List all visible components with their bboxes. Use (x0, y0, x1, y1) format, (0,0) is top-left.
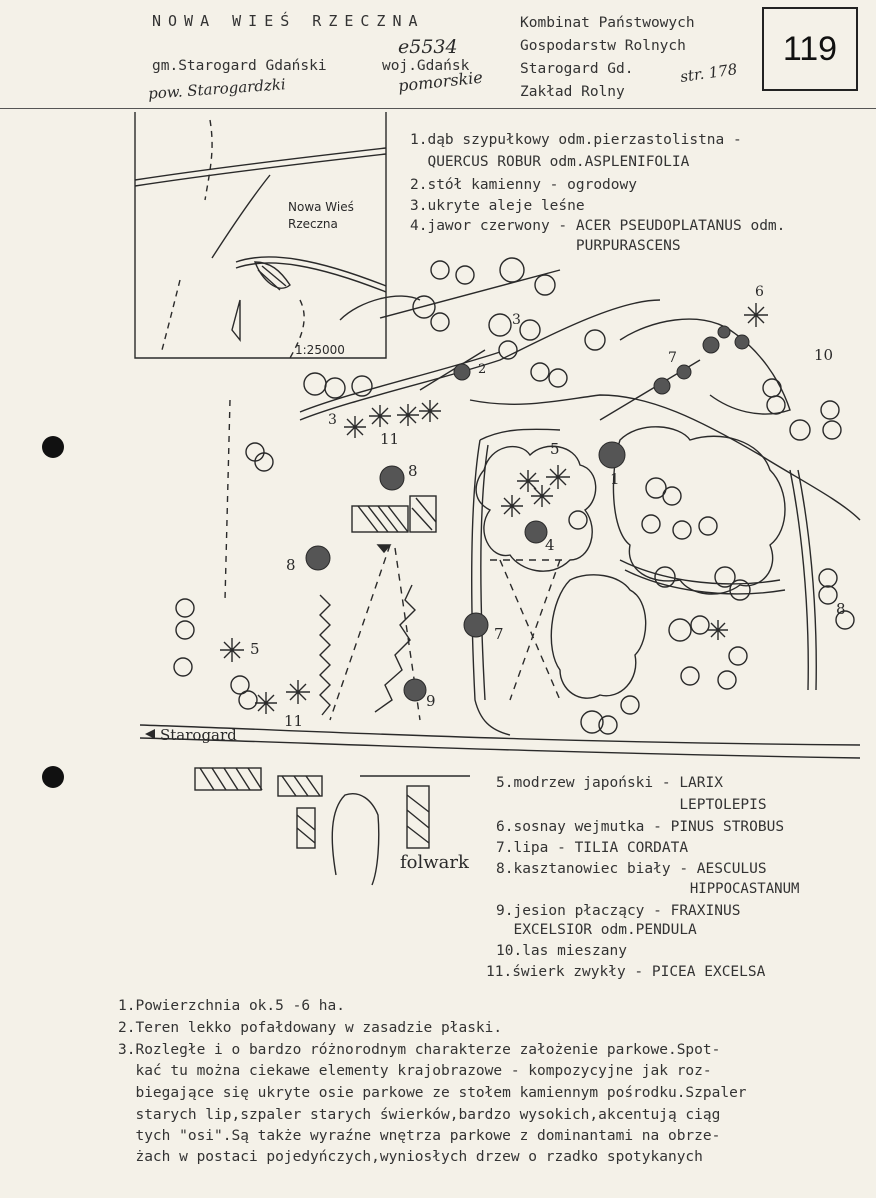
plan-number-label: 3 (512, 312, 521, 328)
description-line: kać tu można ciekawe elementy krajobrazo… (118, 1063, 712, 1079)
legend-line: 6.sosnay wejmutka - PINUS STROBUS (496, 819, 785, 835)
plan-number-label: 8 (408, 462, 418, 480)
legend-line: QUERCUS ROBUR odm.ASPLENIFOLIA (410, 154, 690, 170)
plan-number-label: 10 (814, 346, 834, 364)
owner-line-4: Zakład Rolny (520, 84, 625, 100)
owner-line-2: Gospodarstw Rolnych (520, 38, 686, 54)
legend-line: 10.las mieszany (496, 943, 627, 959)
description-line: starych lip,szpaler starych świerków,bar… (118, 1107, 721, 1123)
inset-scale: 1:25000 (295, 343, 345, 357)
legend-line: 2.stół kamienny - ogrodowy (410, 177, 637, 193)
spruce-alley (319, 594, 331, 716)
card-number-box: 119 (762, 7, 858, 91)
legend-line: 9.jesion płaczący - FRAXINUS (496, 903, 741, 919)
plan-number-label: 8 (286, 556, 296, 574)
legend-line: 1.dąb szypułkowy odm.pierzastolistna - (410, 132, 742, 148)
plan-number-label: 6 (755, 284, 764, 300)
lime-alley (374, 584, 416, 713)
inset-village-label-2: Rzeczna (288, 217, 338, 231)
larch-symbols (220, 303, 768, 714)
legend-line: PURPURASCENS (410, 238, 681, 254)
plan-number-label: 11 (380, 430, 400, 448)
legend-line: 7.lipa - TILIA CORDATA (496, 840, 689, 856)
plan-number-label: 5 (250, 640, 260, 658)
plan-number-label: 4 (545, 536, 555, 554)
description-line: tych "osi".Są także wyraźne wnętrza park… (118, 1128, 721, 1144)
plan-number-label: 8 (836, 600, 846, 618)
oak-tree (598, 441, 626, 469)
plan-number-label: 2 (478, 362, 487, 377)
tree-group (619, 318, 791, 415)
farm-label: folwark (400, 852, 469, 873)
inset-village-label: Nowa Wieś (288, 200, 354, 214)
inset-map-frame (134, 112, 387, 359)
plan-number-label: 3 (328, 412, 337, 428)
legend-line: HIPPOCASTANUM (496, 881, 800, 897)
legend-line: 4.jawor czerwony - ACER PSEUDOPLATANUS o… (410, 218, 786, 234)
punch-hole (42, 436, 64, 458)
plan-number-label: 5 (550, 440, 560, 458)
header-divider (0, 108, 876, 109)
legend-line: 8.kasztanowiec biały - AESCULUS (496, 861, 767, 877)
description-line: 1.Powierzchnia ok.5 -6 ha. (118, 998, 345, 1014)
plan-number-label: 11 (284, 712, 304, 730)
legend-line: 11.świerk zwykły - PICEA EXCELSA (486, 964, 766, 980)
document-title: NOWA WIEŚ RZECZNA (152, 12, 425, 30)
description-line: 3.Rozległe i o bardzo różnorodnym charak… (118, 1042, 721, 1058)
plan-number-label: 1 (610, 470, 620, 488)
road-label: Starogard (160, 726, 237, 744)
woj-text: woj.Gdańsk (382, 58, 470, 74)
plan-number-label: 9 (426, 692, 436, 710)
legend-line: LEPTOLEPIS (496, 797, 767, 813)
gmina-text: gm.Starogard Gdański (152, 58, 327, 74)
legend-line: EXCELSIOR odm.PENDULA (496, 922, 697, 938)
tree-group (550, 574, 647, 699)
plan-number-label: 7 (494, 625, 504, 643)
tree-symbols (173, 257, 855, 735)
punch-hole (42, 766, 64, 788)
card-number: 119 (782, 29, 838, 68)
legend-line: 3.ukryte aleje leśne (410, 198, 585, 214)
owner-line-3: Starogard Gd. (520, 61, 634, 77)
handwritten-code: e5534 (398, 36, 458, 58)
legend-line: 5.modrzew japoński - LARIX (496, 775, 723, 791)
tree-group (475, 445, 597, 572)
description-line: 2.Teren lekko pofałdowany w zasadzie pła… (118, 1020, 503, 1036)
description-line: biegające się ukryte osie parkowe ze sto… (118, 1085, 747, 1101)
plan-number-label: 7 (668, 350, 677, 366)
owner-line-1: Kombinat Państwowych (520, 15, 695, 31)
description-line: żach w postaci pojedyńczych,wyniosłych d… (118, 1149, 703, 1165)
tree-group (612, 426, 786, 595)
